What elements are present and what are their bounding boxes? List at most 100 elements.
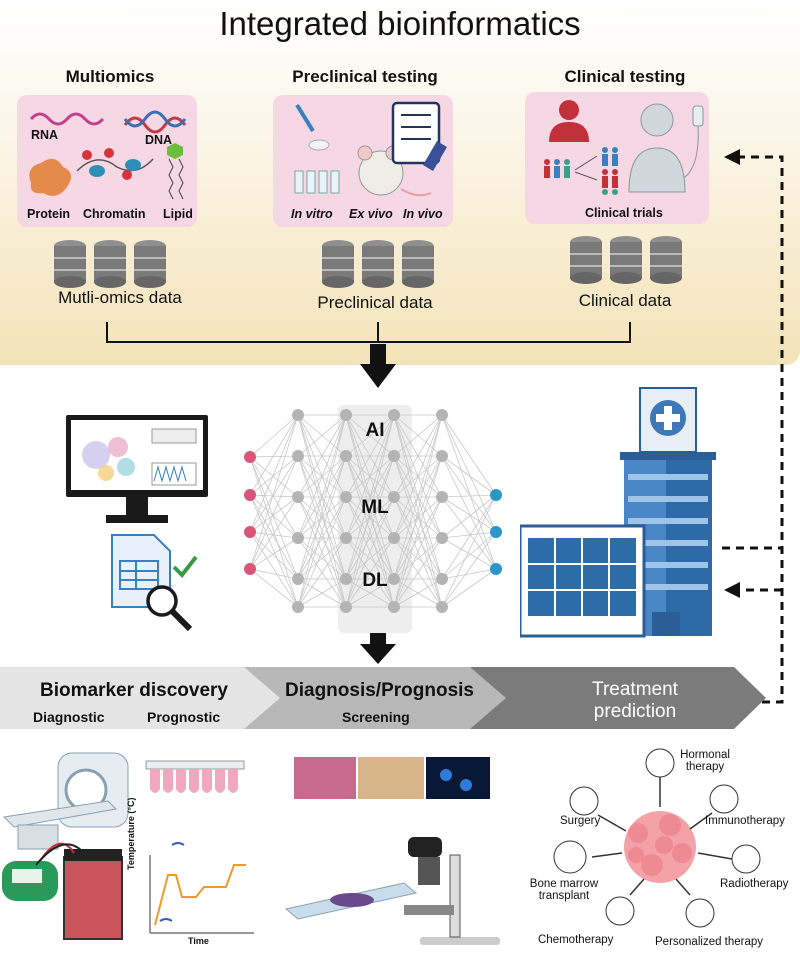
- preclinical-data-label: Preclinical data: [317, 293, 433, 312]
- preclinical-box: In vitro Ex vivo In vivo: [273, 95, 453, 227]
- network-edge: [441, 531, 497, 608]
- merge-bracket: [106, 322, 631, 343]
- network-edge: [249, 455, 299, 496]
- network-edge: [393, 414, 443, 539]
- clinical-box: Clinical trials: [525, 92, 709, 224]
- network-edge: [441, 455, 497, 496]
- network-edge: [297, 455, 347, 580]
- hidden-node: [388, 491, 400, 503]
- network-edge: [249, 414, 299, 570]
- process-band: [0, 667, 766, 729]
- rna-label: RNA: [31, 128, 59, 142]
- diagnosis-prognosis-label: Diagnosis/Prognosis: [285, 680, 474, 701]
- patient-icon: [628, 103, 704, 193]
- clinical-title: Clinical testing: [564, 67, 686, 86]
- ai-label: AI: [365, 420, 385, 441]
- network-edge: [345, 414, 395, 608]
- chromatin-label: Chromatin: [83, 207, 146, 221]
- bottom-illustrations: [2, 752, 500, 945]
- hidden-node: [436, 409, 448, 421]
- chromatin-icon: [76, 158, 154, 172]
- network-edge: [297, 414, 347, 539]
- hidden-node: [436, 601, 448, 613]
- dna-icon: [123, 116, 187, 134]
- in-vivo-label: In vivo: [403, 207, 443, 221]
- network-edge: [297, 537, 347, 608]
- network-edge: [297, 537, 347, 580]
- network-edge: [297, 496, 347, 580]
- monitor-icon: [66, 415, 208, 523]
- hidden-node: [292, 450, 304, 462]
- omics-illustrations: [29, 110, 187, 200]
- hidden-node: [292, 532, 304, 544]
- network-edge: [345, 414, 395, 539]
- down-arrow-top: [360, 344, 396, 388]
- network-edge: [345, 578, 395, 608]
- network-edge: [249, 456, 299, 539]
- network-edge: [249, 568, 299, 580]
- doctor-icon: [549, 100, 589, 142]
- network-edge: [393, 578, 443, 608]
- network-edge: [441, 414, 497, 570]
- stage2-arrow: [244, 667, 522, 729]
- network-edge: [345, 496, 395, 580]
- network-edge: [393, 414, 443, 498]
- pcr-chart: [149, 842, 254, 934]
- network-edge: [249, 456, 299, 580]
- protein-label: Protein: [27, 207, 71, 221]
- feedback-dashed-line: [738, 155, 784, 704]
- hidden-node: [292, 573, 304, 585]
- page-title: Integrated bioinformatics: [219, 5, 581, 42]
- clinical-data-label: Clinical data: [578, 291, 672, 310]
- in-vitro-label: In vitro: [291, 207, 333, 221]
- tumor-icon: [624, 811, 696, 883]
- output-node: [490, 489, 502, 501]
- network-edge: [297, 496, 347, 608]
- stage3-arrow: [470, 667, 766, 729]
- pcr-tubes-icon: [145, 760, 245, 793]
- network-edge: [345, 414, 395, 580]
- stage1-arrow: [0, 667, 298, 729]
- biomarker-discovery-label: Biomarker discovery: [40, 680, 228, 701]
- network-edge: [441, 568, 497, 580]
- screening-label: Screening: [342, 709, 410, 725]
- network-edge: [441, 531, 497, 580]
- network-edge: [393, 496, 443, 580]
- network-edge: [249, 531, 299, 608]
- network-edge: [441, 494, 497, 608]
- therapy-radiotherapy: Radiotherapy: [720, 878, 789, 890]
- dna-label: DNA: [145, 133, 173, 147]
- preclinical-illustrations: [294, 101, 447, 197]
- network-edge: [249, 494, 299, 580]
- treatment-prediction-label: Treatment prediction: [560, 679, 710, 723]
- therapy-hormonal: Hormonal therapy: [680, 749, 730, 773]
- network-edge: [249, 456, 299, 498]
- pipette-icon: [295, 103, 330, 151]
- hidden-node: [292, 601, 304, 613]
- therapy-personalized: Personalized therapy: [655, 936, 764, 948]
- multiomics-box: RNA DNA Protein Chromatin Lipid: [17, 95, 197, 227]
- network-edge: [345, 455, 395, 608]
- tissue-stains-icon: [294, 757, 490, 799]
- network-edge: [393, 537, 443, 608]
- network-edge: [249, 455, 299, 570]
- lipid-icon: [167, 143, 184, 200]
- hidden-node: [340, 532, 352, 544]
- input-node: [244, 563, 256, 575]
- network-edge: [441, 496, 497, 533]
- magnifier-icon: [146, 585, 193, 632]
- network-edge: [393, 455, 443, 580]
- network-edge: [345, 496, 395, 608]
- network-edge: [441, 494, 497, 539]
- network-edge: [297, 414, 347, 457]
- therapy-chemotherapy: Chemotherapy: [538, 934, 614, 946]
- prognostic-label: Prognostic: [147, 709, 221, 725]
- network-edge: [249, 494, 299, 539]
- network-edge: [441, 496, 497, 570]
- network-edge: [297, 414, 347, 608]
- network-edge: [297, 414, 347, 498]
- therapy-immunotherapy: Immunotherapy: [705, 815, 785, 827]
- analysis-workstation: [66, 415, 208, 632]
- slide-icon: [284, 882, 418, 920]
- network-edge: [345, 414, 395, 498]
